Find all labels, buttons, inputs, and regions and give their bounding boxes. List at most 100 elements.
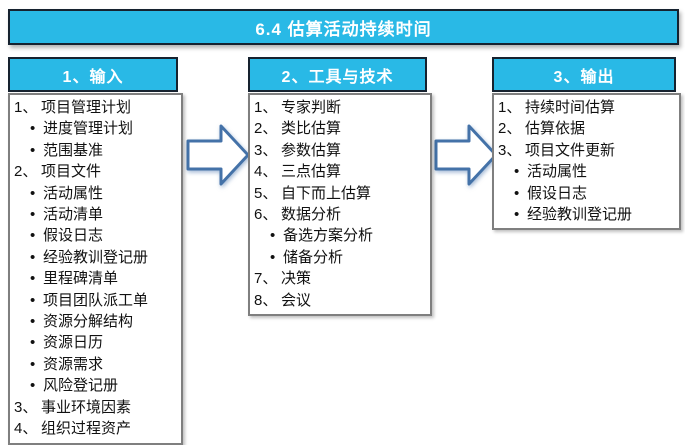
item-marker: • <box>30 355 36 373</box>
item-text: 组织过程资产 <box>41 420 132 438</box>
item-marker: 1、 <box>254 99 278 116</box>
process-title: 6.4 估算活动持续时间 <box>255 19 432 39</box>
item-marker: • <box>30 248 36 266</box>
item-marker: • <box>30 206 36 224</box>
list-item: 6、数据分析 <box>250 204 428 225</box>
outputs-header: 3、输出 <box>492 57 676 92</box>
list-item: 1、项目管理计划 <box>10 97 179 118</box>
item-marker: 6、 <box>254 206 278 224</box>
item-marker: • <box>30 270 36 288</box>
item-marker: • <box>270 227 276 245</box>
item-marker: • <box>270 248 276 266</box>
item-marker: 2、 <box>254 120 278 138</box>
list-item: 2、估算依据 <box>494 118 677 139</box>
item-text: 数据分析 <box>281 206 342 224</box>
item-marker: • <box>30 227 36 245</box>
item-marker: • <box>30 184 36 202</box>
list-item: • 活动清单 <box>10 204 179 225</box>
item-text: 持续时间估算 <box>525 99 616 116</box>
item-text: 假设日志 <box>527 184 588 202</box>
item-marker: 7、 <box>254 270 278 288</box>
item-marker: 3、 <box>14 398 38 416</box>
list-item: •活动属性 <box>10 183 179 204</box>
list-item: 8、会议 <box>250 290 428 311</box>
item-text: 估算依据 <box>525 120 586 138</box>
right-arrow-icon <box>186 124 250 186</box>
list-item: • 项目团队派工单 <box>10 290 179 311</box>
item-text: 类比估算 <box>281 120 342 138</box>
list-item: • 资源日历 <box>10 332 179 353</box>
item-text: 项目文件 <box>41 163 102 181</box>
item-marker: 1、 <box>498 99 522 116</box>
item-text: 进度管理计划 <box>43 120 134 138</box>
item-text: 资源日历 <box>43 334 104 352</box>
list-item: 4、三点估算 <box>250 161 428 182</box>
item-marker: 2、 <box>498 120 522 138</box>
item-text: 里程碑清单 <box>43 270 119 288</box>
item-text: 会议 <box>281 291 312 309</box>
item-marker: • <box>30 313 36 331</box>
list-item: 3、事业环境因素 <box>10 397 179 418</box>
item-marker: 4、 <box>254 163 278 181</box>
list-item: 3、参数估算 <box>250 140 428 161</box>
item-text: 范围基准 <box>43 141 104 159</box>
item-text: 项目团队派工单 <box>43 291 149 309</box>
item-marker: 5、 <box>254 184 278 202</box>
item-text: 风险登记册 <box>43 377 119 395</box>
list-item: 5、自下而上估算 <box>250 183 428 204</box>
item-text: 假设日志 <box>43 227 104 245</box>
tools-techniques-header: 2、工具与技术 <box>248 57 427 92</box>
list-item: 1、持续时间估算 <box>494 97 677 118</box>
list-item: 2、类比估算 <box>250 118 428 139</box>
item-text: 自下而上估算 <box>281 184 372 202</box>
list-item: 7、决策 <box>250 268 428 289</box>
item-marker: 4、 <box>14 420 38 438</box>
item-marker: • <box>30 377 36 395</box>
list-item: • 经验教训登记册 <box>10 247 179 268</box>
item-text: 活动属性 <box>527 163 588 181</box>
right-arrow-icon <box>434 124 498 186</box>
item-text: 事业环境因素 <box>41 398 132 416</box>
item-marker: • <box>514 163 520 181</box>
item-marker: • <box>30 334 36 352</box>
item-marker: • <box>514 184 520 202</box>
list-item: • 经验教训登记册 <box>494 204 677 225</box>
item-text: 三点估算 <box>281 163 342 181</box>
item-marker: 8、 <box>254 291 278 309</box>
list-item: • 储备分析 <box>250 247 428 268</box>
process-title-bar: 6.4 估算活动持续时间 <box>8 9 679 45</box>
item-marker: • <box>30 291 36 309</box>
list-item: • 风险登记册 <box>10 375 179 396</box>
item-text: 经验教训登记册 <box>43 248 149 266</box>
item-marker: 3、 <box>498 141 522 159</box>
item-marker: 3、 <box>254 141 278 159</box>
item-marker: • <box>514 206 520 224</box>
list-item: • 里程碑清单 <box>10 268 179 289</box>
item-text: 备选方案分析 <box>283 227 374 245</box>
item-text: 经验教训登记册 <box>527 206 633 224</box>
item-marker: 2、 <box>14 163 38 181</box>
item-text: 储备分析 <box>283 248 344 266</box>
list-item: • 活动属性 <box>494 161 677 182</box>
list-item: 4、组织过程资产 <box>10 418 179 439</box>
list-item: • 备选方案分析 <box>250 225 428 246</box>
inputs-header: 1、输入 <box>8 57 178 92</box>
item-marker: • <box>30 141 36 159</box>
item-marker: 1、 <box>14 99 38 116</box>
item-text: 项目管理计划 <box>41 99 132 116</box>
item-text: 项目文件更新 <box>525 141 616 159</box>
item-text: 资源分解结构 <box>43 313 134 331</box>
list-item: • 范围基准 <box>10 140 179 161</box>
item-marker: • <box>30 120 36 138</box>
item-text: 活动清单 <box>43 206 104 224</box>
list-item: • 进度管理计划 <box>10 118 179 139</box>
